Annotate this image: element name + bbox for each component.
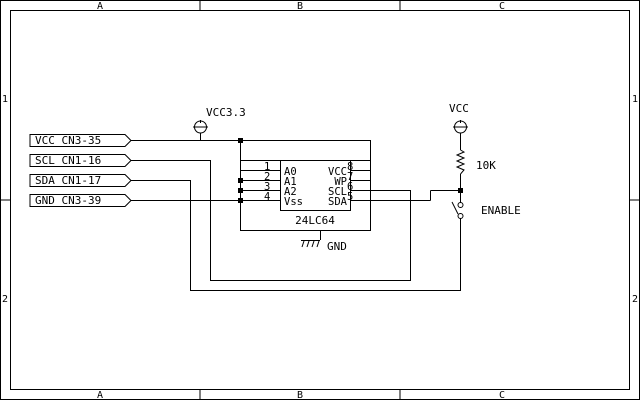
ic-pin-3-num: 3: [264, 181, 270, 193]
ic-pin-5-name: SDA: [328, 196, 348, 208]
zone-col-b-bottom: B: [297, 390, 303, 400]
ic-body-inner: [280, 160, 351, 211]
zone-row-1-left: 1: [2, 94, 8, 105]
zone-row-1-right: 1: [632, 94, 638, 105]
ic-pin-2-name: A1: [284, 176, 297, 188]
ic-pin-1-name: A0: [284, 166, 297, 178]
ic-pin-1-num: 1: [264, 161, 270, 173]
ic-pin-2-num: 2: [264, 171, 270, 183]
ground-symbol: GND: [301, 240, 347, 253]
ic-pin-3-name: A2: [284, 186, 297, 198]
zone-col-a-top: A: [97, 1, 103, 12]
enable-switch: ENABLE: [451, 201, 521, 219]
switch-label: ENABLE: [481, 204, 521, 217]
ic-part-number: 24LC64: [295, 214, 335, 227]
zone-col-c-top: C: [499, 1, 505, 12]
ic-pin-4-name: Vss: [284, 196, 303, 208]
connector-sda: SDA CN1-17: [29, 174, 132, 187]
ic-pin-6-name: SCL: [328, 186, 347, 198]
ic-pin-4-num: 4: [264, 191, 270, 203]
connector-scl: SCL CN1-16: [29, 154, 132, 167]
ground-label: GND: [327, 240, 347, 253]
connector-sda-label: SDA CN1-17: [35, 174, 101, 187]
junction-dot: [458, 188, 463, 193]
ic-pin-7-num: 7: [347, 171, 353, 183]
junction-dot: [238, 138, 243, 143]
zone-col-a-bottom: A: [97, 390, 103, 400]
resistor-value: 10K: [476, 159, 496, 172]
resistor: 10K: [455, 149, 496, 175]
connector-scl-label: SCL CN1-16: [35, 154, 101, 167]
power-vcc33: VCC3.3: [193, 106, 246, 134]
connector-gnd: GND CN3-39: [29, 194, 132, 207]
zone-col-c-bottom: C: [499, 390, 505, 400]
ic-pin-7-name: WP: [334, 176, 347, 188]
wires: [131, 133, 461, 291]
connector-vcc-label: VCC CN3-35: [35, 134, 101, 147]
zone-row-2-right: 2: [632, 294, 638, 305]
ic-pin-5-num: 5: [347, 191, 353, 203]
connector-vcc: VCC CN3-35: [29, 134, 132, 147]
power-vcc: VCC: [449, 102, 469, 134]
ic-pin-8-num: 8: [347, 161, 353, 173]
ic-pin-8-name: VCC: [328, 166, 347, 178]
zone-col-b-top: B: [297, 1, 303, 12]
power-vcc-label: VCC: [449, 102, 469, 115]
connector-gnd-label: GND CN3-39: [35, 194, 101, 207]
ic-24lc64: 1 2 3 4 A0 A1 A2 Vss VCC WP SCL SDA 8 7 …: [240, 160, 371, 231]
power-vcc33-label: VCC3.3: [206, 106, 246, 119]
zone-row-2-left: 2: [2, 294, 8, 305]
ic-pin-6-num: 6: [347, 181, 353, 193]
